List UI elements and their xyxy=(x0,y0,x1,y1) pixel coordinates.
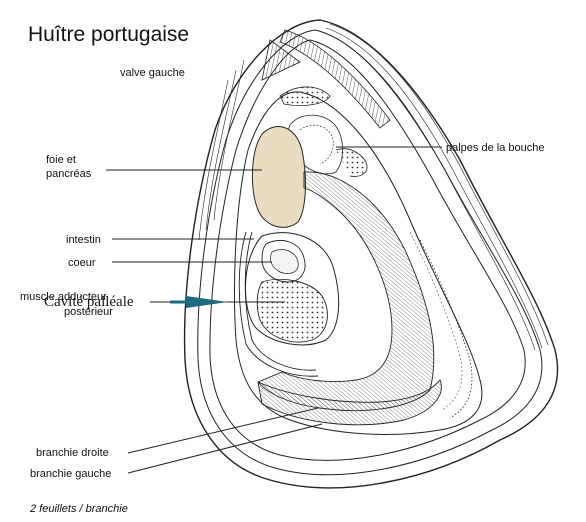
footnote: 2 feuillets / branchie xyxy=(29,503,128,515)
liver-organ xyxy=(252,127,305,228)
hinge-region xyxy=(262,30,390,128)
label-branchie-droite: branchie droite xyxy=(36,447,109,459)
diagram-title: Huître portugaise xyxy=(28,23,189,46)
label-branchie-gauche: branchie gauche xyxy=(30,468,111,480)
label-foie-line1: foie et xyxy=(46,154,76,166)
label-cavite-palleale: Cavité palléale xyxy=(44,294,134,310)
label-coeur: coeur xyxy=(68,257,96,269)
label-foie-line2: pancréas xyxy=(46,168,92,180)
label-valve-gauche: valve gauche xyxy=(120,67,185,79)
label-palpes: palpes de la bouche xyxy=(446,142,544,154)
label-intestin: intestin xyxy=(66,234,101,246)
heart-muscle-complex xyxy=(245,233,338,345)
